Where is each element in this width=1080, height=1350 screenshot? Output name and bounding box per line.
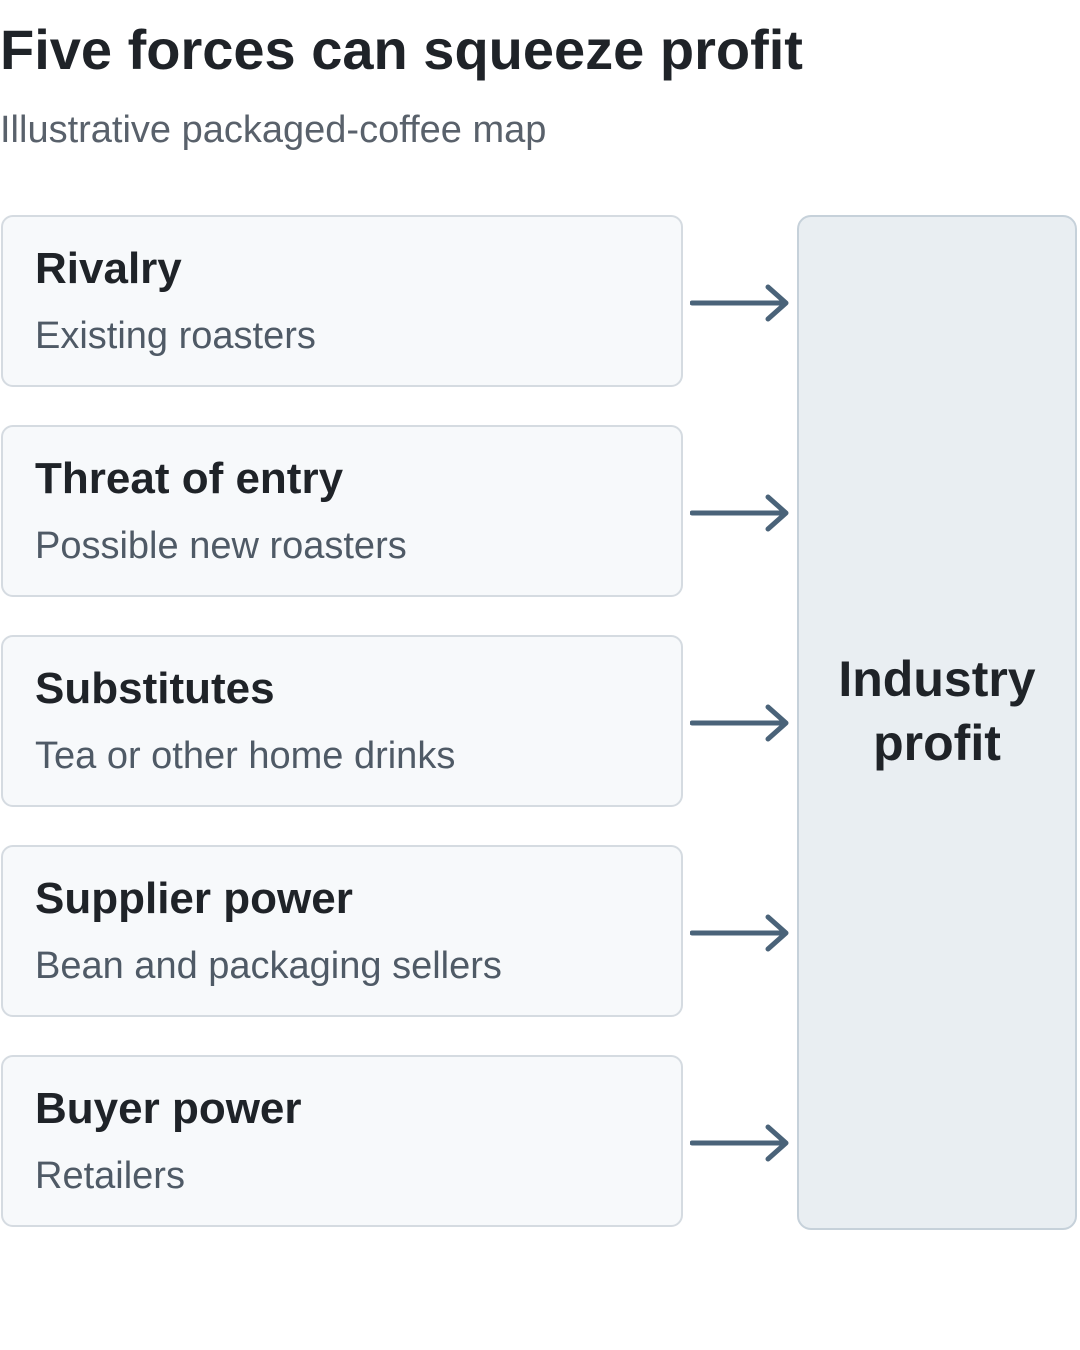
page-title: Five forces can squeeze profit: [0, 18, 803, 81]
force-box-threat-of-entry: Threat of entry Possible new roasters: [1, 425, 683, 597]
industry-profit-line-2: profit: [873, 715, 1001, 771]
force-title: Rivalry: [35, 244, 182, 293]
force-title: Threat of entry: [35, 454, 344, 503]
force-title: Substitutes: [35, 664, 275, 713]
force-description: Existing roasters: [35, 315, 316, 357]
industry-profit-box: Industry profit: [797, 215, 1077, 1230]
industry-profit-label: Industry profit: [799, 647, 1075, 775]
force-box-buyer-power: Buyer power Retailers: [1, 1055, 683, 1227]
right-arrow-icon: [690, 1121, 794, 1165]
right-arrow-icon: [690, 701, 794, 745]
right-arrow-icon: [690, 911, 794, 955]
right-arrow-icon: [690, 281, 794, 325]
force-title: Buyer power: [35, 1084, 302, 1133]
force-description: Retailers: [35, 1155, 185, 1197]
force-box-rivalry: Rivalry Existing roasters: [1, 215, 683, 387]
force-title: Supplier power: [35, 874, 353, 923]
force-description: Tea or other home drinks: [35, 735, 456, 777]
force-description: Possible new roasters: [35, 525, 407, 567]
page-subtitle: Illustrative packaged-coffee map: [0, 109, 547, 151]
force-description: Bean and packaging sellers: [35, 945, 502, 987]
force-box-substitutes: Substitutes Tea or other home drinks: [1, 635, 683, 807]
right-arrow-icon: [690, 491, 794, 535]
industry-profit-line-1: Industry: [838, 651, 1036, 707]
force-box-supplier-power: Supplier power Bean and packaging seller…: [1, 845, 683, 1017]
